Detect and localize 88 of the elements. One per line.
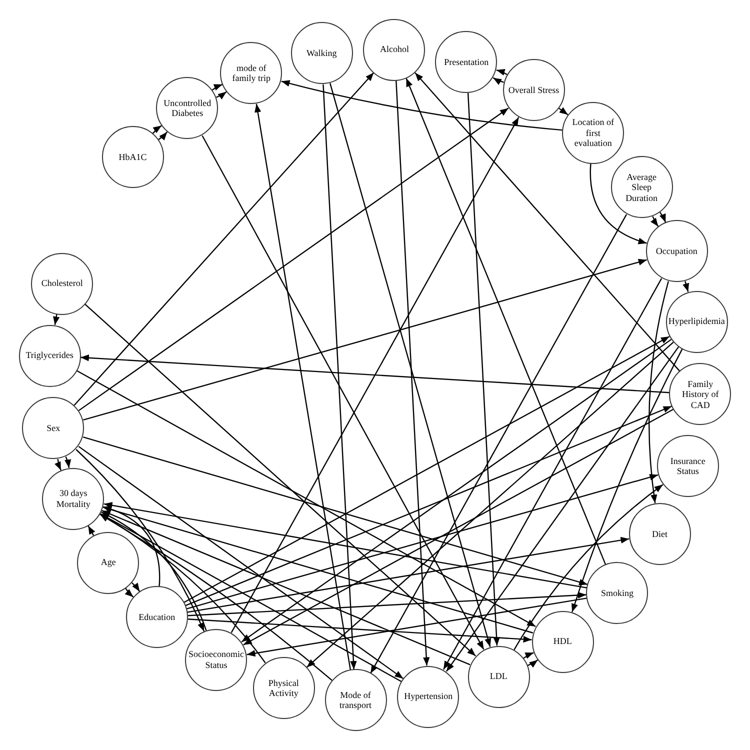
arrow <box>188 618 532 643</box>
arrow <box>659 212 666 223</box>
arrow <box>83 436 588 586</box>
arrow <box>88 526 96 536</box>
arrow <box>230 117 520 633</box>
arrow <box>64 456 72 468</box>
arrow <box>558 107 568 116</box>
node-label: Mode of transport <box>338 690 372 711</box>
arrow <box>54 459 62 470</box>
node-label: Socioeconomic Status <box>188 649 244 670</box>
arrow <box>650 216 659 227</box>
arrow <box>467 93 500 646</box>
arrow <box>101 512 207 631</box>
arrow <box>496 69 508 76</box>
arrow <box>246 598 587 657</box>
arrow <box>442 278 662 670</box>
arrow <box>241 338 672 642</box>
arrow <box>185 406 672 606</box>
node-label: Hypertension <box>404 691 453 702</box>
arrow <box>184 336 670 603</box>
arrow <box>648 281 669 504</box>
node-label: Hyperlipidemia <box>668 316 725 327</box>
arrow <box>103 506 160 586</box>
arrow <box>202 135 484 650</box>
node-label: Uncontrolled Diabetes <box>162 98 212 119</box>
arrow <box>572 348 683 612</box>
node-label: Physical Activity <box>267 678 300 698</box>
arrow <box>84 304 476 656</box>
arrow <box>100 514 332 681</box>
arrow <box>216 91 227 100</box>
arrow <box>329 83 492 647</box>
node-label: Occupation <box>656 246 698 257</box>
node-label: Smoking <box>600 588 634 598</box>
arrow <box>187 536 630 613</box>
arrow <box>76 370 536 627</box>
node-label: LDL <box>490 671 508 682</box>
node-label: 30 days Mortality <box>55 488 92 509</box>
arrow <box>514 484 664 650</box>
node-label: Insurance Status <box>669 456 706 477</box>
arrow <box>78 446 404 680</box>
node-label: mode of family trip <box>231 63 272 84</box>
node-label: Sex <box>46 423 60 434</box>
arrow <box>254 104 352 670</box>
node-label: Diet <box>652 528 668 539</box>
arrow <box>322 84 357 670</box>
arrow <box>212 84 223 91</box>
arrow <box>102 506 534 634</box>
arrow <box>152 125 162 134</box>
arrow <box>100 513 402 682</box>
arrow <box>83 258 647 421</box>
arrow <box>76 449 205 632</box>
arrow <box>682 281 690 292</box>
node-label: Triglycerides <box>26 350 74 361</box>
node-label: Overall Stress <box>508 85 560 96</box>
node-label: Average Sleep Duration <box>624 172 659 203</box>
arrow <box>132 582 140 592</box>
arrow <box>124 588 134 598</box>
arrow <box>186 474 658 610</box>
arrow <box>414 72 680 372</box>
node-label: Education <box>138 612 176 622</box>
arrow <box>78 108 509 412</box>
arrow <box>492 77 504 85</box>
arrow <box>102 510 470 666</box>
arrow <box>527 660 538 668</box>
node-label: HDL <box>553 636 572 647</box>
arrow <box>74 72 374 406</box>
arrow <box>406 78 606 565</box>
node-label: Cholesterol <box>41 278 83 289</box>
node-label: Family History of CAD <box>681 378 720 410</box>
arrow <box>446 346 680 672</box>
node-label: Presentation <box>444 56 489 68</box>
arrow <box>590 164 647 244</box>
node-label: HbA1C <box>118 152 147 162</box>
arrow <box>396 80 430 666</box>
node-label: Age <box>100 557 116 568</box>
arrow <box>306 342 674 668</box>
node-label: Alcohol <box>380 44 409 55</box>
arrow <box>188 592 586 616</box>
arrow <box>80 354 670 394</box>
arrow <box>281 80 562 131</box>
arrow <box>158 132 168 140</box>
arrow <box>243 408 674 646</box>
arrow <box>104 502 587 588</box>
node-label: Walking <box>306 48 337 59</box>
arrow <box>370 214 627 674</box>
arrow <box>53 314 60 326</box>
arrow <box>523 652 534 659</box>
node-label: Location of first evaluation <box>571 117 615 148</box>
